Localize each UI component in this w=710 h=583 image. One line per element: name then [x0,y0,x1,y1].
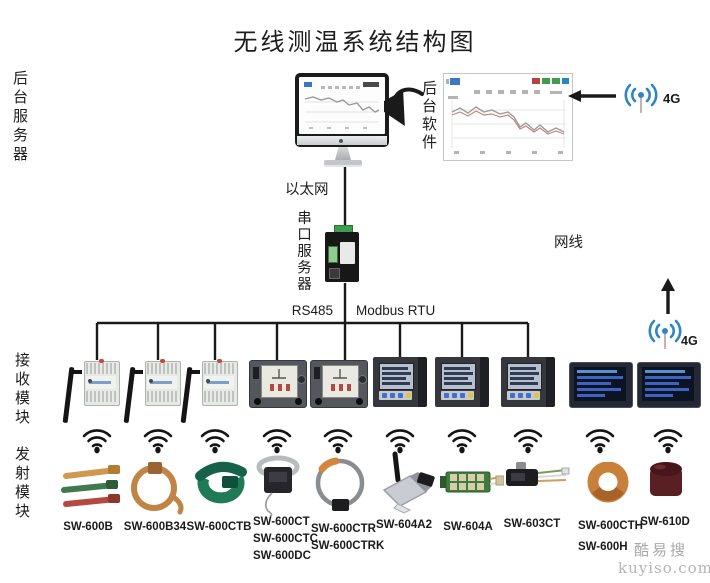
sensor-pcb-module [440,471,504,493]
receiver-antenna-arm [71,370,82,374]
sensor-label: SW-600CTR [311,523,376,535]
receiver-module-2 [145,359,181,406]
label-network-cable: 网线 [554,235,583,251]
sensor-cable-ties [61,465,120,507]
curved-arrow [384,87,424,126]
label-modbus-rtu: Modbus RTU [356,303,436,318]
arrow-up [661,278,675,314]
label-transmitter-module: 发射模块 [13,446,31,522]
label-backend-software: 后台软件 [420,80,438,152]
software-screenshot [443,73,573,161]
wifi-icon [513,429,543,454]
receiver-panel-meter-1 [249,360,307,408]
receiver-panel-meter-2 [310,360,368,408]
sensor-label-group: SW-600CT SW-600CTC SW-600DC [253,514,318,565]
page-title: 无线测温系统结构图 [233,28,477,56]
sensor-label: SW-600CTH [578,520,643,532]
wifi-icon [200,429,230,454]
wifi-icon [653,429,683,454]
label-serial-server: 串口服务器 [295,210,311,293]
sensor-label: SW-600B [63,521,113,533]
4g-antenna-icon-top [624,83,658,113]
sensor-label: SW-600B34 [123,521,187,533]
sensor-label: SW-604A [443,521,493,533]
receiver-lcd-meter-2 [435,357,489,407]
arrow-left [568,90,616,102]
sensor-label: SW-600H [578,541,628,553]
sensor-ring-ct [315,457,365,511]
monitor-screen [299,77,385,134]
wifi-icon [323,429,353,454]
wifi-icon [82,429,112,454]
toolbar-chip-blue [450,78,460,85]
sensor-ct-box [506,462,570,486]
sensor-antenna-transmitter [382,451,435,514]
serial-server-rj45-port [329,268,340,279]
receiver-module-3 [202,359,238,406]
legend-chip-green-2 [552,78,560,84]
receiver-lcd-meter-3 [501,357,555,407]
serial-server-device [325,232,359,282]
sensor-label: SW-600CTC [253,533,318,545]
label-backend-server: 后台服务器 [11,70,29,165]
sensor-label-group: SW-600CTR SW-600CTRK [311,521,384,555]
label-4g-right: 4G [681,334,698,348]
watermark-name: 酷易搜 [634,541,689,559]
sensor-label: SW-600CTB [186,521,252,533]
software-chart [448,90,566,154]
wifi-icon [585,429,615,454]
sensor-loop-strap [131,462,184,515]
monitor-logo [339,139,343,143]
sensor-toroid-ring [587,462,629,503]
legend-chip-red [532,78,540,84]
monitor [295,73,389,147]
wifi-icon [385,429,415,454]
label-ethernet: 以太网 [285,182,329,198]
label-4g-top: 4G [663,91,681,106]
receiver-touch-panel-1 [569,362,633,408]
sensor-label: SW-604A2 [375,519,433,531]
sensor-label: SW-600DC [253,550,311,562]
sensor-label: SW-600CT [253,516,310,528]
monitor-chart [304,82,380,129]
receiver-lcd-meter-1 [373,357,427,407]
serial-server-screen [328,246,338,263]
receiver-touch-panel-2 [637,362,701,408]
legend-chip-blue [562,78,569,84]
toolbar-chip-gray [446,79,449,84]
monitor-stand [335,147,351,160]
receiver-module-1 [84,359,120,406]
monitor-base [324,160,362,165]
serial-server-label-plate [340,242,355,264]
wifi-icon [262,429,292,454]
watermark-site: kuyiso.com [618,559,710,577]
label-rs485: RS485 [291,303,333,318]
sensor-label: SW-600CTRK [311,540,385,552]
receiver-antenna-arm [132,370,143,374]
4g-antenna-icon-right [648,319,682,349]
sensor-label: SW-603CT [503,518,561,530]
receiver-antenna-arm [189,370,200,374]
sensor-label-group: SW-600CTH SW-600H [578,516,643,558]
sensor-cylinder [650,462,682,496]
sensor-busbar-box [256,455,300,517]
label-receiver-module: 接收模块 [13,352,31,428]
wifi-icon [143,429,173,454]
sensor-label: SW-610D [640,516,690,528]
wifi-icon [447,429,477,454]
legend-chip-green-1 [542,78,550,84]
sensor-green-clamp [195,461,247,504]
